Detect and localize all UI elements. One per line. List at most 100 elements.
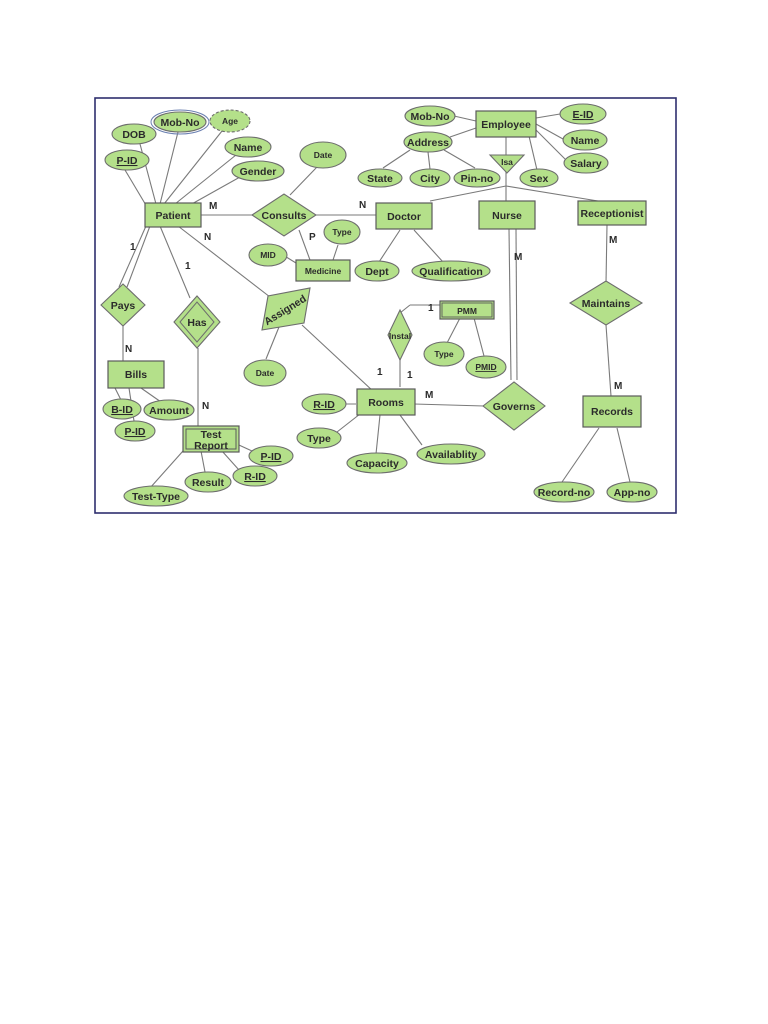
attribute-pmm-pmid-label: PMID: [475, 362, 496, 372]
attribute-patient-gender-label: Gender: [240, 166, 277, 178]
attribute-pmm-pmid: PMID: [465, 355, 507, 379]
relationship-has-label: Has: [187, 317, 206, 329]
attribute-doctor-qualification-label: Qualification: [419, 266, 483, 278]
attribute-records-app-no-label: App-no: [614, 487, 651, 499]
relationship-instal-label: Instal: [389, 331, 411, 341]
attribute-test-result: Result: [184, 471, 232, 493]
attribute-rooms-type: Type: [296, 427, 342, 449]
attribute-patient-dob: DOB: [111, 123, 157, 145]
attribute-test-type: Test-Type: [123, 485, 189, 507]
attribute-employee-eid: E-ID: [559, 103, 607, 125]
attribute-consults-date: Date: [299, 141, 347, 169]
relationship-maintains: Maintains: [568, 280, 644, 326]
entity-rooms-label: Rooms: [368, 397, 404, 409]
attribute-bills-bid-label: B-ID: [111, 404, 133, 416]
card-assigned-rooms: 1: [377, 367, 383, 378]
attribute-bills-pid-label: P-ID: [125, 426, 146, 438]
entity-patient-label: Patient: [155, 210, 191, 222]
attribute-address-pin-no: Pin-no: [453, 168, 501, 188]
attribute-employee-name-label: Name: [571, 135, 600, 147]
relationship-governs-label: Governs: [493, 401, 536, 413]
entity-employee: Employee: [475, 110, 537, 138]
relationship-maintains-label: Maintains: [582, 298, 631, 310]
card-patient-assigned: N: [204, 232, 211, 243]
attribute-medicine-type: Type: [323, 219, 361, 245]
attribute-employee-salary-label: Salary: [570, 158, 602, 170]
entity-pmm: PMM: [439, 300, 495, 320]
attribute-patient-age: Age: [209, 109, 251, 133]
card-instal-pmm: 1: [428, 303, 434, 314]
attribute-records-record-no: Record-no: [533, 481, 595, 503]
attribute-test-type-label: Test-Type: [132, 491, 180, 503]
attribute-address-city-label: City: [420, 173, 440, 185]
entity-rooms: Rooms: [356, 388, 416, 416]
card-maintains-records: M: [614, 381, 622, 392]
attribute-patient-pid: P-ID: [104, 149, 150, 171]
entity-doctor: Doctor: [375, 202, 433, 230]
card-patient-has: 1: [185, 261, 191, 272]
attribute-employee-sex: Sex: [519, 168, 559, 188]
attribute-rooms-rid-label: R-ID: [313, 399, 335, 411]
attribute-employee-eid-label: E-ID: [573, 109, 594, 121]
attribute-test-pid: P-ID: [248, 445, 294, 467]
entity-receptionist-label: Receptionist: [580, 208, 644, 220]
attribute-doctor-dept: Dept: [354, 260, 400, 282]
card-patient-pays: 1: [130, 242, 136, 253]
card-rooms-governs: M: [425, 390, 433, 401]
attribute-medicine-mid-label: MID: [260, 250, 276, 260]
relationship-assigned: Assigned: [261, 287, 311, 331]
attribute-patient-mob-no: Mob-No: [150, 109, 210, 135]
card-has-test-report: N: [202, 401, 209, 412]
card-consults-doctor: N: [359, 200, 366, 211]
attribute-address-pin-no-label: Pin-no: [461, 173, 494, 185]
relationship-isa: Isa: [488, 154, 526, 174]
attribute-rooms-capacity-label: Capacity: [355, 458, 399, 470]
relationship-instal: Instal: [387, 308, 413, 362]
relationship-pays: Pays: [100, 283, 146, 327]
attribute-pmm-type-label: Type: [434, 349, 453, 359]
entity-records: Records: [582, 395, 642, 428]
attribute-patient-pid-label: P-ID: [117, 155, 138, 167]
relationship-governs: Governs: [482, 381, 546, 431]
attribute-doctor-dept-label: Dept: [365, 266, 389, 278]
attribute-patient-mob-no-label: Mob-No: [160, 117, 199, 129]
entity-receptionist: Receptionist: [577, 200, 647, 226]
entity-medicine: Medicine: [295, 259, 351, 282]
relationship-consults-label: Consults: [262, 210, 307, 222]
card-patient-consults: M: [209, 201, 217, 212]
attribute-pmm-type: Type: [423, 341, 465, 367]
attribute-assigned-date-label: Date: [256, 368, 275, 378]
attribute-bills-pid: P-ID: [114, 420, 156, 442]
attribute-bills-amount: Amount: [143, 399, 195, 421]
entity-records-label: Records: [591, 406, 633, 418]
entity-patient: Patient: [144, 202, 202, 228]
entity-test-report: Test Report: [182, 425, 240, 453]
entity-bills: Bills: [107, 360, 165, 389]
attribute-doctor-qualification: Qualification: [411, 260, 491, 282]
card-nurse-governs: M: [514, 252, 522, 263]
attribute-employee-sex-label: Sex: [530, 173, 549, 185]
attribute-bills-bid: B-ID: [102, 398, 142, 420]
entity-test-report-label-line2: Report: [194, 440, 228, 452]
entity-nurse-label: Nurse: [492, 210, 522, 222]
attribute-test-rid-label: R-ID: [244, 471, 266, 483]
cardinality-labels: M N P 1 N 1 N N 1 1 1 M M M M: [125, 200, 622, 412]
attribute-bills-amount-label: Amount: [149, 405, 189, 417]
attribute-rooms-capacity: Capacity: [346, 452, 408, 474]
connector-lines: [114, 113, 631, 489]
attribute-employee-name: Name: [562, 129, 608, 151]
attribute-consults-date-label: Date: [314, 150, 333, 160]
relationship-consults: Consults: [250, 193, 318, 237]
entity-nurse: Nurse: [478, 200, 536, 230]
relationship-has: Has: [173, 295, 221, 349]
relationship-isa-label: Isa: [501, 157, 513, 167]
entity-pmm-label: PMM: [457, 306, 477, 316]
attribute-rooms-availability: Availablity: [416, 443, 486, 465]
attribute-test-result-label: Result: [192, 477, 225, 489]
card-consults-medicine: P: [309, 232, 316, 243]
attribute-employee-address-label: Address: [407, 137, 449, 149]
entity-medicine-label: Medicine: [305, 266, 342, 276]
attribute-patient-age-label: Age: [222, 116, 238, 126]
attribute-assigned-date: Date: [243, 359, 287, 387]
